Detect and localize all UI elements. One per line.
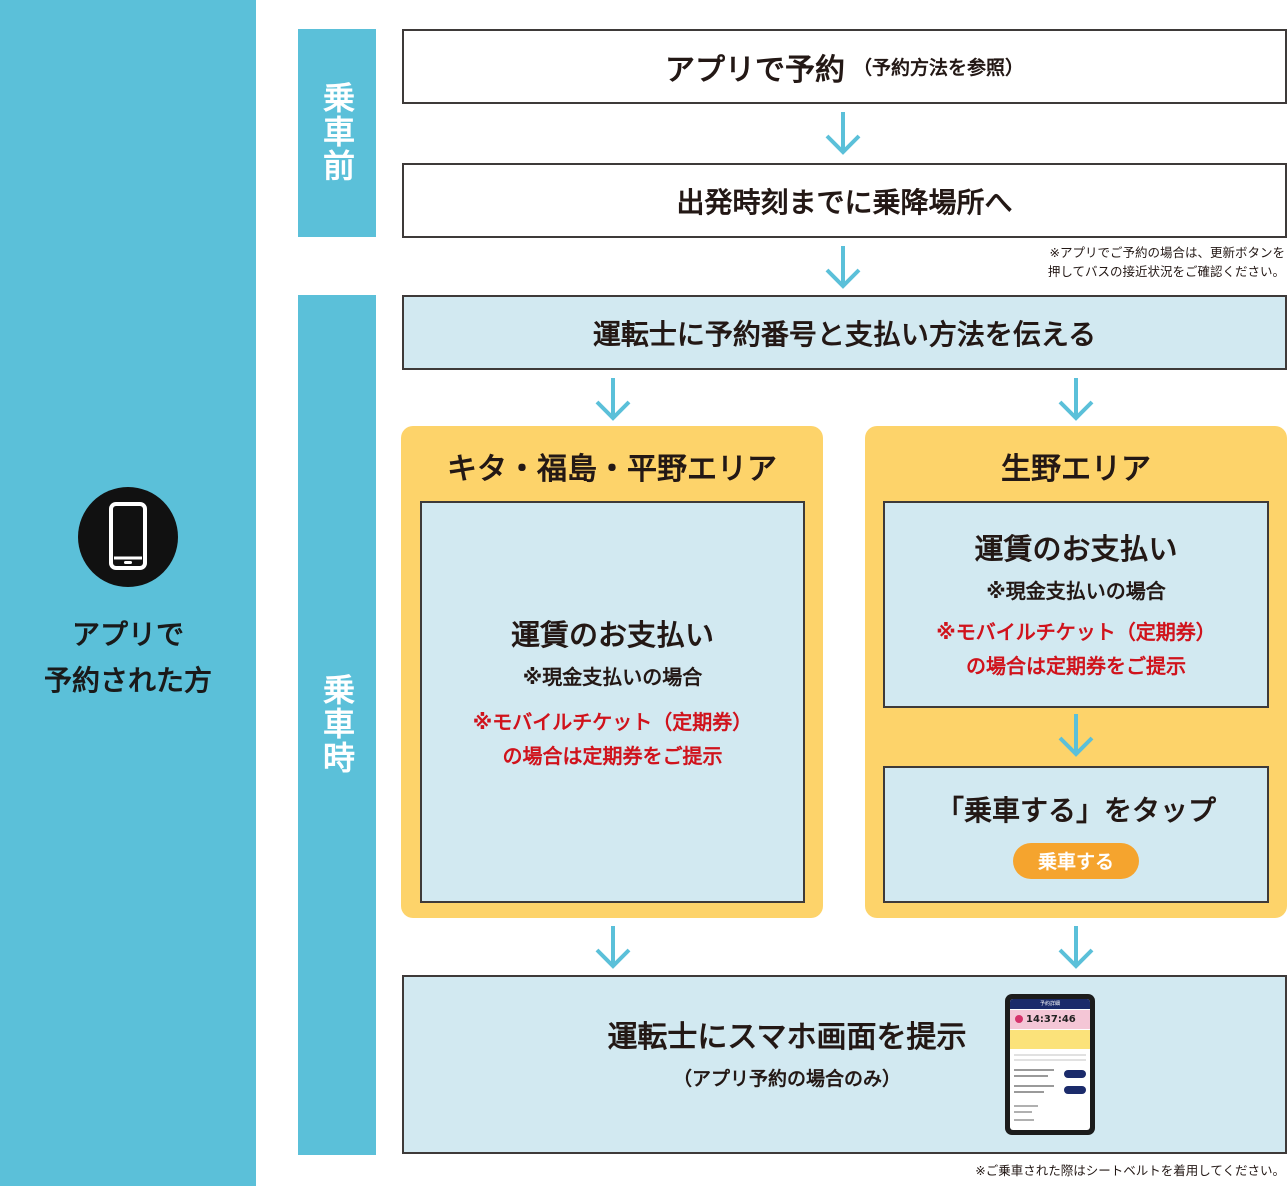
board-button[interactable]: 乗車する bbox=[1013, 842, 1139, 879]
area-kita-title: キタ・福島・平野エリア bbox=[447, 452, 777, 487]
area-kita-pay-title: 運賃のお支払い bbox=[510, 618, 714, 652]
arrow-down-icon bbox=[1058, 714, 1094, 757]
step-reserve-title: アプリで予約 bbox=[664, 52, 845, 88]
arrow-down-icon bbox=[825, 246, 861, 289]
clock-icon bbox=[1015, 1015, 1023, 1023]
area-kita-payment-box: 運賃のお支払い ※現金支払いの場合 ※モバイルチケット（定期券） の場合は定期券… bbox=[420, 501, 805, 903]
smartphone-icon bbox=[78, 487, 178, 587]
phase-before-label: 乗車前 bbox=[298, 29, 376, 237]
bus-approach-note: ※アプリでご予約の場合は、更新ボタンを 押してバスの接近状況をご確認ください。 bbox=[1047, 245, 1285, 279]
area-ikuno-mobile-note-line1: ※モバイルチケット（定期券） bbox=[936, 619, 1216, 644]
phone-screen-button bbox=[1064, 1070, 1086, 1078]
sidebar-label: アプリで 予約された方 bbox=[0, 612, 256, 704]
area-ikuno-tap-title: 「乗車する」をタップ bbox=[935, 793, 1216, 827]
phone-screen-button bbox=[1064, 1086, 1086, 1094]
area-kita-mobile-note-line1: ※モバイルチケット（定期券） bbox=[472, 710, 753, 734]
area-ikuno-cash-note: ※現金支払いの場合 bbox=[986, 578, 1166, 603]
arrow-down-icon bbox=[595, 378, 631, 421]
area-ikuno-pay-title: 運賃のお支払い bbox=[974, 531, 1178, 566]
step-reserve-subtitle: （予約方法を参照） bbox=[852, 57, 1024, 79]
arrow-down-icon bbox=[825, 112, 861, 155]
phone-screen: 予約詳細 14:37:46 bbox=[1010, 999, 1090, 1130]
phone-mockup: 予約詳細 14:37:46 bbox=[1005, 994, 1095, 1135]
phone-screen-time-banner: 14:37:46 bbox=[1010, 1010, 1090, 1029]
area-ikuno-payment-box: 運賃のお支払い ※現金支払いの場合 ※モバイルチケット（定期券） の場合は定期券… bbox=[883, 501, 1269, 708]
phone-screen-time: 14:37:46 bbox=[1026, 1014, 1076, 1025]
step-reserve-box: アプリで予約 （予約方法を参照） bbox=[402, 29, 1287, 104]
step-tell-driver-box: 運転士に予約番号と支払い方法を伝える bbox=[402, 295, 1287, 370]
arrow-down-icon bbox=[1058, 926, 1094, 969]
area-kita-mobile-note-line2: の場合は定期券をご提示 bbox=[502, 744, 723, 768]
phase-during-label: 乗車時 bbox=[298, 295, 376, 1155]
arrow-down-icon bbox=[1058, 378, 1094, 421]
step-show-phone-box bbox=[402, 975, 1287, 1154]
sidebar-label-line2: 予約された方 bbox=[43, 664, 212, 697]
seatbelt-note: ※ご乗車された際はシートベルトを着用してください。 bbox=[975, 1163, 1285, 1178]
step-show-phone-text: 運転士にスマホ画面を提示 （アプリ予約の場合のみ） bbox=[402, 1017, 1172, 1099]
step-go-to-stop-title: 出発時刻までに乗降場所へ bbox=[676, 185, 1013, 219]
step-go-to-stop-box: 出発時刻までに乗降場所へ bbox=[402, 163, 1287, 238]
phone-screen-ticket-info bbox=[1010, 1030, 1090, 1049]
step-tell-driver-title: 運転士に予約番号と支払い方法を伝える bbox=[592, 317, 1097, 351]
area-ikuno-tap-box: 「乗車する」をタップ 乗車する bbox=[883, 766, 1269, 903]
area-ikuno-title: 生野エリア bbox=[1001, 452, 1151, 487]
arrow-down-icon bbox=[595, 926, 631, 969]
sidebar bbox=[0, 0, 256, 1186]
sidebar-label-line1: アプリで bbox=[71, 618, 184, 651]
phone-screen-header: 予約詳細 bbox=[1010, 999, 1090, 1009]
area-ikuno-mobile-note-line2: の場合は定期券をご提示 bbox=[966, 653, 1186, 678]
step-show-phone-title: 運転士にスマホ画面を提示 bbox=[607, 1020, 967, 1055]
step-show-phone-subtitle: （アプリ予約の場合のみ） bbox=[672, 1068, 901, 1090]
area-kita-cash-note: ※現金支払いの場合 bbox=[522, 665, 703, 689]
